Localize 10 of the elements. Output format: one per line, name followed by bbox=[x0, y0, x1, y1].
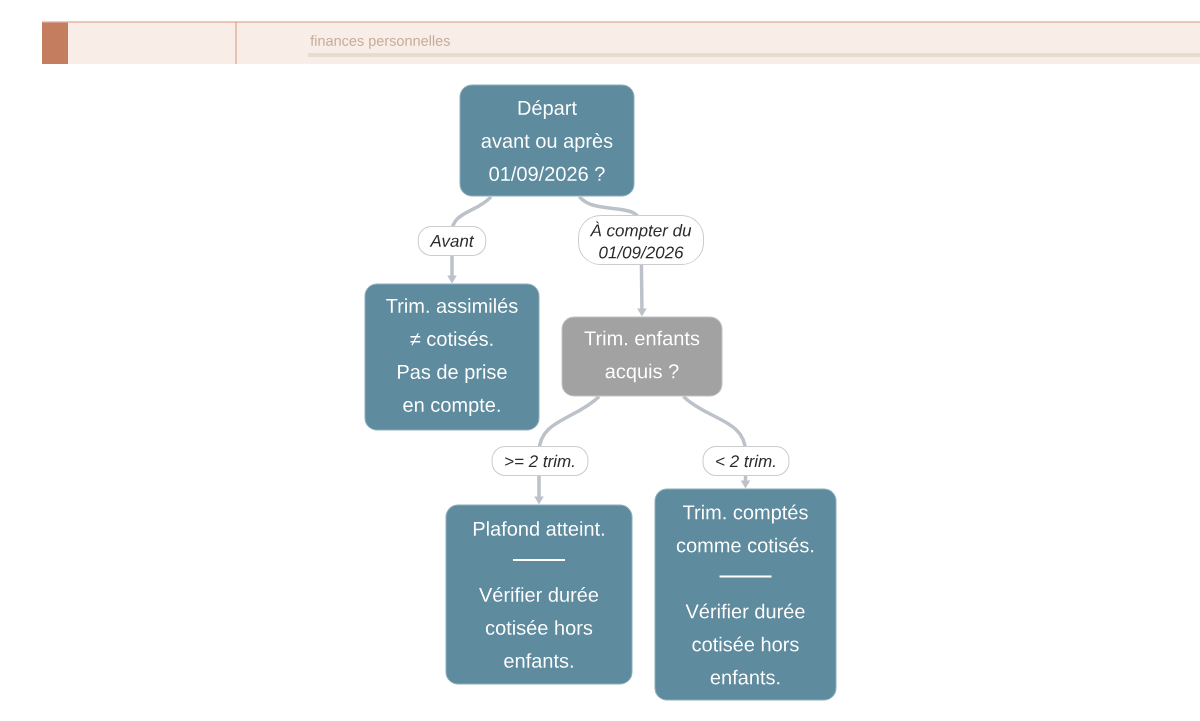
tagline: finances personnelles bbox=[310, 35, 450, 49]
outcome-box: Plafond atteint. Vérifier durée cotisée hors enfants. bbox=[445, 504, 633, 685]
decision-box: Départ avant ou après 01/09/2026 ? bbox=[459, 84, 635, 197]
edge-label: Avant bbox=[417, 226, 487, 256]
edge-label: < 2 trim. bbox=[702, 446, 790, 476]
decision-box: Trim. enfants acquis ? bbox=[561, 316, 723, 397]
edge-label: >= 2 trim. bbox=[491, 446, 589, 476]
outcome-box: Trim. comptés comme cotisés. Vérifier durée cotisée hors enfants. bbox=[654, 488, 837, 701]
edge-label: À compter du 01/09/2026 bbox=[577, 215, 705, 265]
outcome-box: Trim. assimilés ≠ cotisés. Pas de prise en compte. bbox=[364, 283, 540, 431]
